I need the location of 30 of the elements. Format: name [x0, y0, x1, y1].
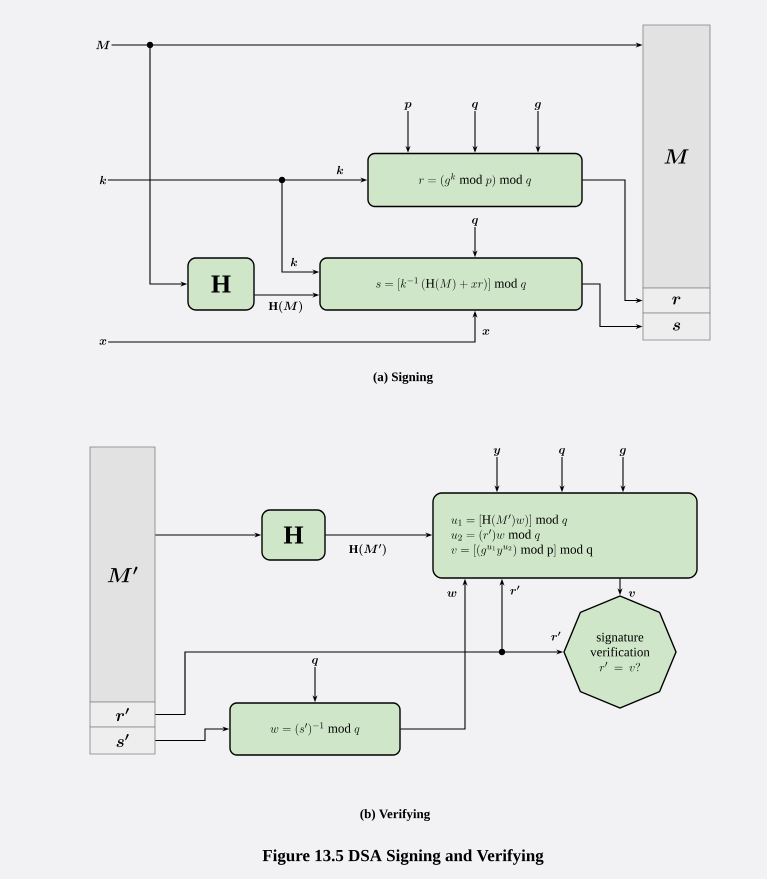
signature-cell: $r'$	[90, 702, 156, 728]
parameter-symbol: $q$	[472, 218, 478, 226]
figure-caption: Figure 13.5 DSA Signing and Verifying	[262, 849, 544, 865]
input-symbol: $x$	[100, 339, 106, 345]
process-box: $r = (g^{k} \bmod p) \bmod q$	[367, 152, 583, 208]
hash-box: H	[261, 509, 326, 561]
parameter-symbol: $y$	[494, 448, 500, 456]
input-symbol: $M$	[96, 40, 110, 50]
hash-box: H	[187, 257, 255, 311]
process-box: $s = [k^{-1}\,(\mathrm{H}(M) + xr)] \bmod q$	[319, 257, 583, 311]
parameter-symbol: $p$	[404, 102, 412, 110]
process-box: $w = (s')^{-1} \bmod q$	[229, 702, 401, 756]
process-box: $u_1 = [\mathrm{H}(M')w)] \bmod q$ $u_2 = (r')w \bmod q$ $v = [(g^{u_1}y^{u_2}) \bmod \mathrm{p}] \bmod \mathrm{q}$	[432, 492, 698, 579]
signature-cell: $r$	[642, 288, 710, 314]
edge-label: $\mathrm{H}(M)$	[268, 300, 304, 314]
input-symbol: $k$	[100, 176, 106, 184]
parameter-symbol: $g$	[534, 102, 541, 110]
edge-label: $\mathrm{H}(M')$	[348, 544, 388, 556]
signature-cell: $s$	[642, 312, 710, 340]
panel-label: (b) Verifying	[360, 809, 430, 821]
parameter-symbol: $q$	[472, 102, 478, 110]
message-block: $M'$	[90, 446, 156, 702]
edge-label: $r'$	[550, 631, 562, 641]
parameter-symbol: $q$	[312, 658, 318, 666]
edge-label: $r'$	[509, 585, 521, 595]
parameter-symbol: $g$	[620, 448, 626, 456]
panel-label: (a) Signing	[374, 372, 433, 384]
signature-cell: $s'$	[90, 726, 156, 754]
message-block: $M$	[642, 24, 710, 288]
parameter-symbol: $q$	[559, 448, 566, 456]
